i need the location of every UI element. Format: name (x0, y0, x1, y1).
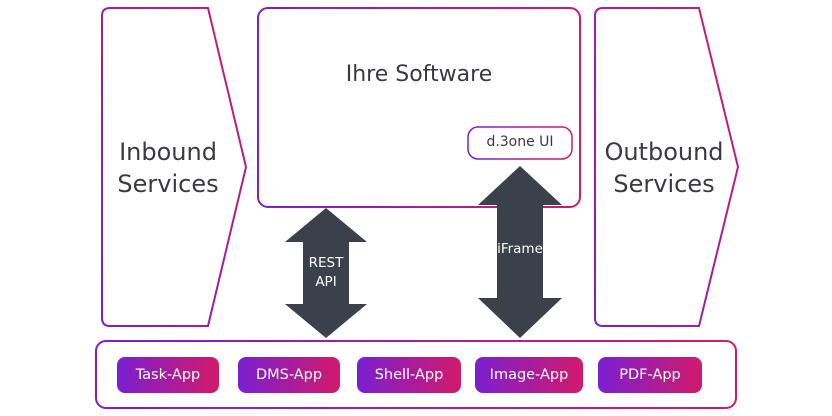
task-app-button[interactable]: Task-App (117, 357, 219, 393)
rest-api-arrow (285, 208, 367, 338)
outbound-services-label: Outbound Services (595, 136, 733, 200)
rest-line-2: API (315, 274, 337, 290)
software-title: Ihre Software (345, 62, 493, 87)
shell-app-button[interactable]: Shell-App (357, 357, 461, 393)
d3one-ui-label: d.3one UI (486, 134, 554, 150)
rest-api-label: REST API (296, 254, 356, 292)
rest-line-1: REST (308, 255, 344, 271)
pdf-app-button[interactable]: PDF-App (598, 357, 702, 393)
software-box (257, 7, 581, 208)
inbound-services-shape (101, 7, 248, 327)
dms-app-button[interactable]: DMS-App (238, 357, 340, 393)
outbound-line-1: Outbound (604, 138, 724, 166)
outbound-services-shape (594, 7, 740, 327)
inbound-line-2: Services (117, 170, 219, 198)
iframe-label: iFrame (497, 241, 543, 257)
d3one-ui-pill (467, 126, 573, 160)
inbound-line-1: Inbound (119, 138, 217, 166)
iframe-arrow (478, 166, 562, 338)
inbound-services-label: Inbound Services (102, 136, 234, 200)
image-app-button[interactable]: Image-App (475, 357, 583, 393)
outbound-line-2: Services (613, 170, 715, 198)
apps-container (95, 340, 737, 409)
